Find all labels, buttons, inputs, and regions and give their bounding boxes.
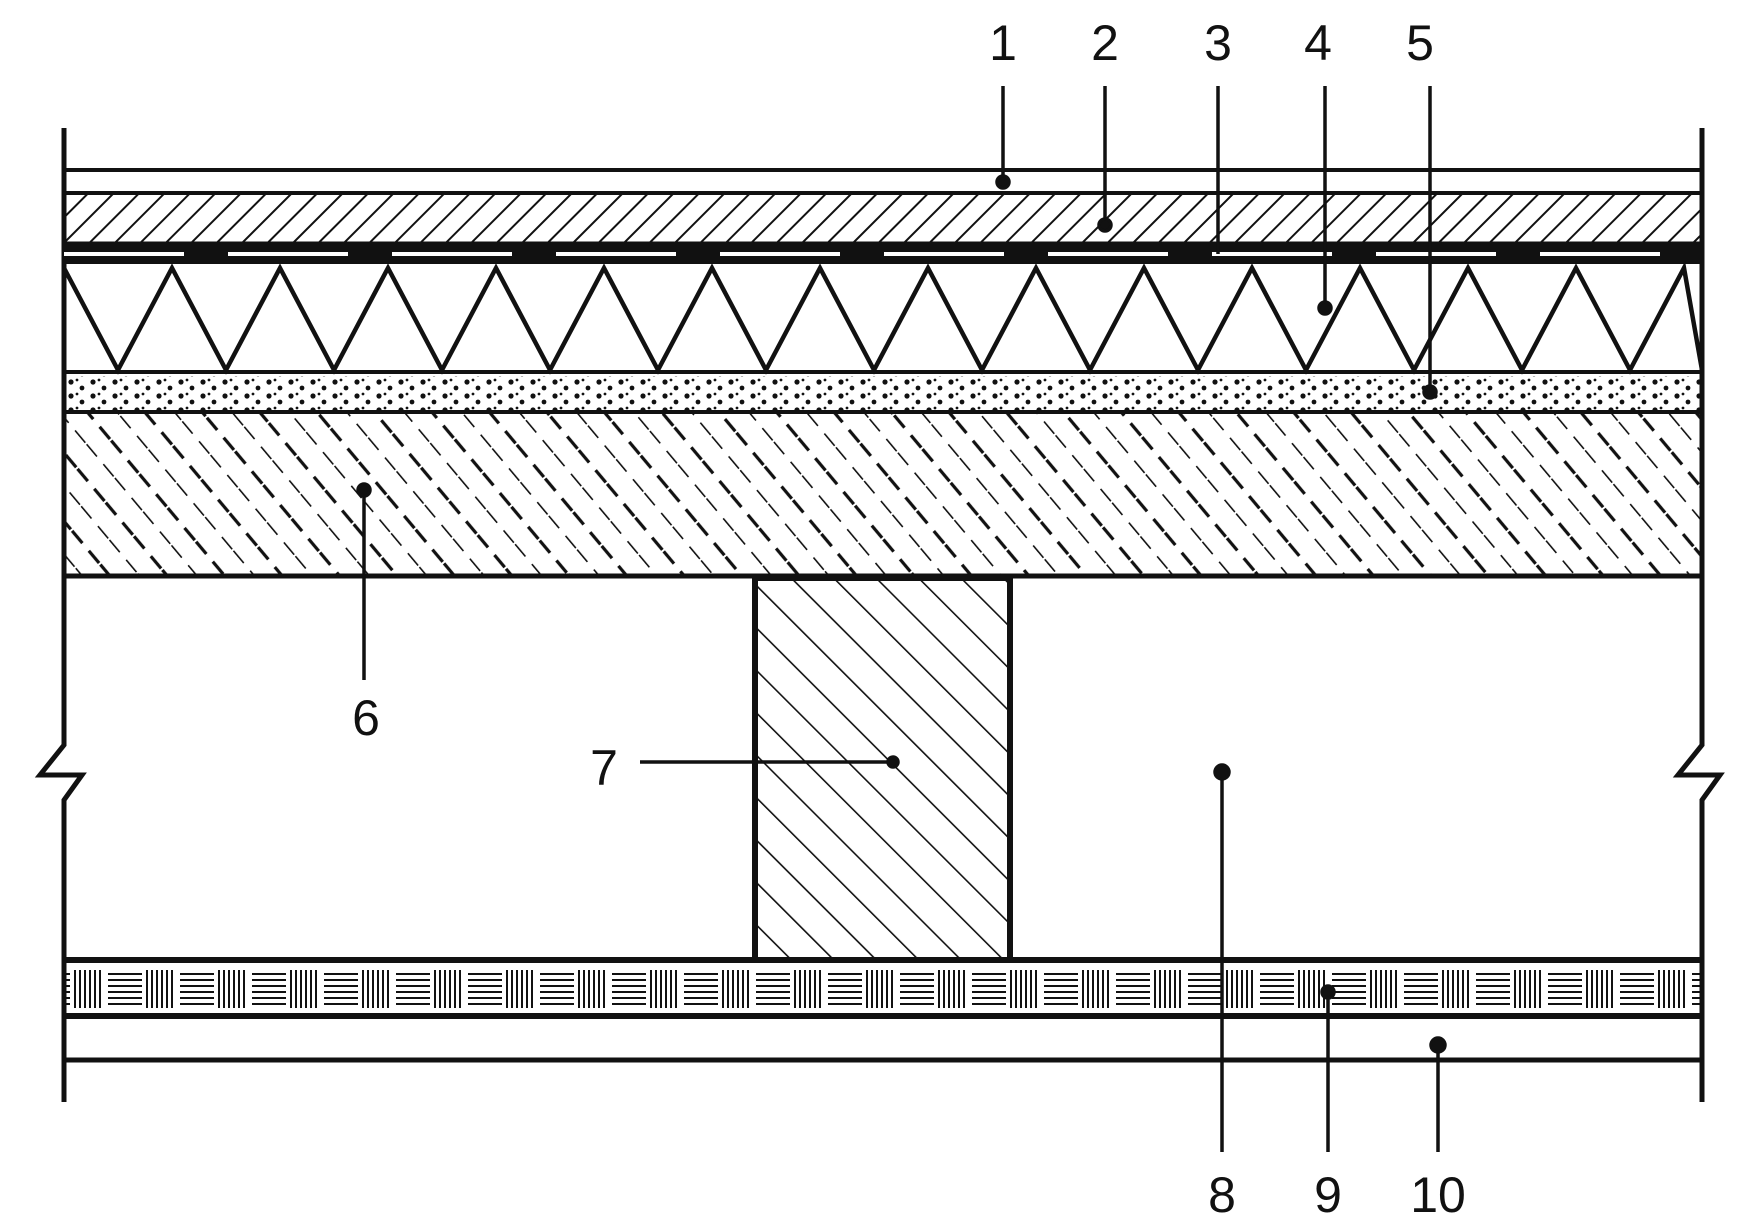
callout-labels: 1 2 3 4 5 6 7 8 9 10 [352, 15, 1466, 1223]
callout-3: 3 [1204, 15, 1232, 71]
callout-8: 8 [1208, 1167, 1236, 1223]
callout-6: 6 [352, 690, 380, 746]
callout-10: 10 [1410, 1167, 1466, 1223]
callout-9: 9 [1314, 1167, 1342, 1223]
callout-1: 1 [989, 15, 1017, 71]
callout-4: 4 [1304, 15, 1332, 71]
layer-6-hatched-slab [64, 414, 1702, 579]
left-boundary-line [34, 128, 87, 1102]
layer-3-membrane [64, 244, 1702, 264]
item-7-joist [752, 575, 1013, 963]
layer-5-dotted-layer [64, 376, 1702, 414]
layer-9-wood-boards [64, 957, 1702, 1019]
callout-7: 7 [590, 740, 618, 796]
layer-2-hatched-board [64, 195, 1702, 245]
leader-lines [356, 86, 1447, 1152]
callout-5: 5 [1406, 15, 1434, 71]
layer-4-insulation [62, 261, 1705, 375]
right-boundary-line [1672, 128, 1725, 1102]
layer-1-finish [64, 168, 1702, 195]
callout-2: 2 [1091, 15, 1119, 71]
